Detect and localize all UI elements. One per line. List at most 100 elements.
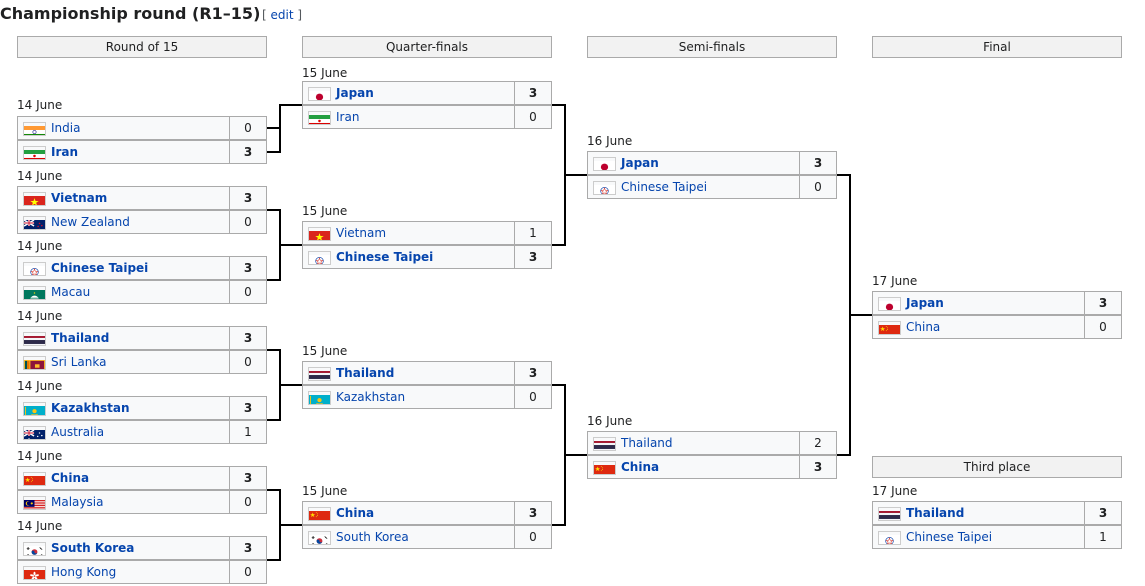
team-name-link[interactable]: India (51, 121, 81, 135)
team-name-link[interactable]: Sri Lanka (51, 355, 107, 369)
team-row: China 0 (872, 315, 1122, 339)
team-cell: Chinese Taipei (872, 525, 1085, 549)
team-name-link[interactable]: Australia (51, 425, 105, 439)
team-name-link[interactable]: Kazakhstan (336, 390, 406, 404)
team-cell: Vietnam (17, 186, 230, 210)
team-name-link[interactable]: Vietnam (336, 226, 387, 240)
team-name-link[interactable]: China (51, 471, 90, 485)
team-score: 3 (229, 326, 267, 350)
team-cell: Japan (872, 291, 1085, 315)
team-name-link[interactable]: Chinese Taipei (51, 261, 149, 275)
team-name-link[interactable]: China (621, 460, 660, 474)
edit-bracket-close: ] (293, 8, 303, 22)
match-date: 14 June (17, 309, 63, 323)
flag-chinese-taipei-icon (593, 181, 616, 195)
team-name-link[interactable]: Macau (51, 285, 91, 299)
round-header-final: Final (872, 36, 1122, 58)
team-row: Chinese Taipei 0 (587, 175, 837, 199)
team-score: 3 (799, 455, 837, 479)
team-name-link[interactable]: Thailand (336, 366, 395, 380)
team-name-link[interactable]: South Korea (51, 541, 135, 555)
team-row: Hong Kong 0 (17, 560, 267, 584)
team-name-link[interactable]: Vietnam (51, 191, 108, 205)
flag-china-icon (878, 321, 901, 335)
team-cell: Iran (17, 140, 230, 164)
team-score: 3 (1084, 501, 1122, 525)
flag-japan-icon (308, 87, 331, 101)
team-name-link[interactable]: China (336, 506, 375, 520)
team-name-link[interactable]: Kazakhstan (51, 401, 130, 415)
team-row: Thailand 3 (872, 501, 1122, 525)
team-score: 0 (229, 560, 267, 584)
round-header-semi-finals: Semi-finals (587, 36, 837, 58)
team-score: 0 (1084, 315, 1122, 339)
team-score: 1 (1084, 525, 1122, 549)
match-date: 15 June (302, 484, 348, 498)
match-date: 17 June (872, 484, 918, 498)
team-cell: Sri Lanka (17, 350, 230, 374)
match-date: 15 June (302, 66, 348, 80)
team-name-link[interactable]: Japan (621, 156, 659, 170)
team-cell: Thailand (872, 501, 1085, 525)
team-cell: India (17, 116, 230, 140)
team-score: 0 (799, 175, 837, 199)
team-cell: China (587, 455, 800, 479)
team-name-link[interactable]: China (906, 320, 941, 334)
team-cell: Thailand (17, 326, 230, 350)
team-cell: Thailand (587, 431, 800, 455)
flag-new-zealand-icon (23, 216, 46, 230)
match-date: 14 June (17, 519, 63, 533)
team-cell: Japan (302, 81, 515, 105)
team-name-link[interactable]: Malaysia (51, 495, 104, 509)
team-score: 3 (514, 501, 552, 525)
team-name-link[interactable]: Thailand (906, 506, 965, 520)
round-header-quarter-finals: Quarter-finals (302, 36, 552, 58)
team-score: 3 (229, 140, 267, 164)
flag-vietnam-icon (308, 227, 331, 241)
match-date: 14 June (17, 239, 63, 253)
team-name-link[interactable]: Iran (336, 110, 360, 124)
team-score: 3 (514, 361, 552, 385)
match-date: 15 June (302, 204, 348, 218)
flag-hong-kong-icon (23, 566, 46, 580)
team-score: 0 (514, 385, 552, 409)
match-date: 14 June (17, 449, 63, 463)
team-score: 0 (514, 525, 552, 549)
flag-thailand-icon (23, 332, 46, 346)
team-name-link[interactable]: Thailand (621, 436, 673, 450)
round-header-round-of-15: Round of 15 (17, 36, 267, 58)
team-cell: China (302, 501, 515, 525)
team-name-link[interactable]: Iran (51, 145, 79, 159)
match-date: 16 June (587, 414, 633, 428)
team-name-link[interactable]: Chinese Taipei (906, 530, 993, 544)
team-name-link[interactable]: South Korea (336, 530, 409, 544)
team-score: 3 (514, 81, 552, 105)
team-row: China 3 (587, 455, 837, 479)
team-score: 3 (229, 396, 267, 420)
match-date: 15 June (302, 344, 348, 358)
round-header-third-place: Third place (872, 456, 1122, 478)
team-row: Thailand 3 (17, 326, 267, 350)
team-name-link[interactable]: Japan (906, 296, 944, 310)
team-name-link[interactable]: Hong Kong (51, 565, 117, 579)
team-name-link[interactable]: Chinese Taipei (336, 250, 434, 264)
edit-link[interactable]: edit (270, 8, 294, 22)
team-name-link[interactable]: New Zealand (51, 215, 130, 229)
flag-south-korea-icon (23, 542, 46, 556)
team-name-link[interactable]: Chinese Taipei (621, 180, 708, 194)
page-title: Championship round (R1–15) (0, 4, 261, 23)
team-name-link[interactable]: Thailand (51, 331, 110, 345)
team-score: 3 (514, 245, 552, 269)
team-cell: Kazakhstan (17, 396, 230, 420)
edit-section-link[interactable]: [ edit ] (262, 8, 302, 22)
team-name-link[interactable]: Japan (336, 86, 374, 100)
